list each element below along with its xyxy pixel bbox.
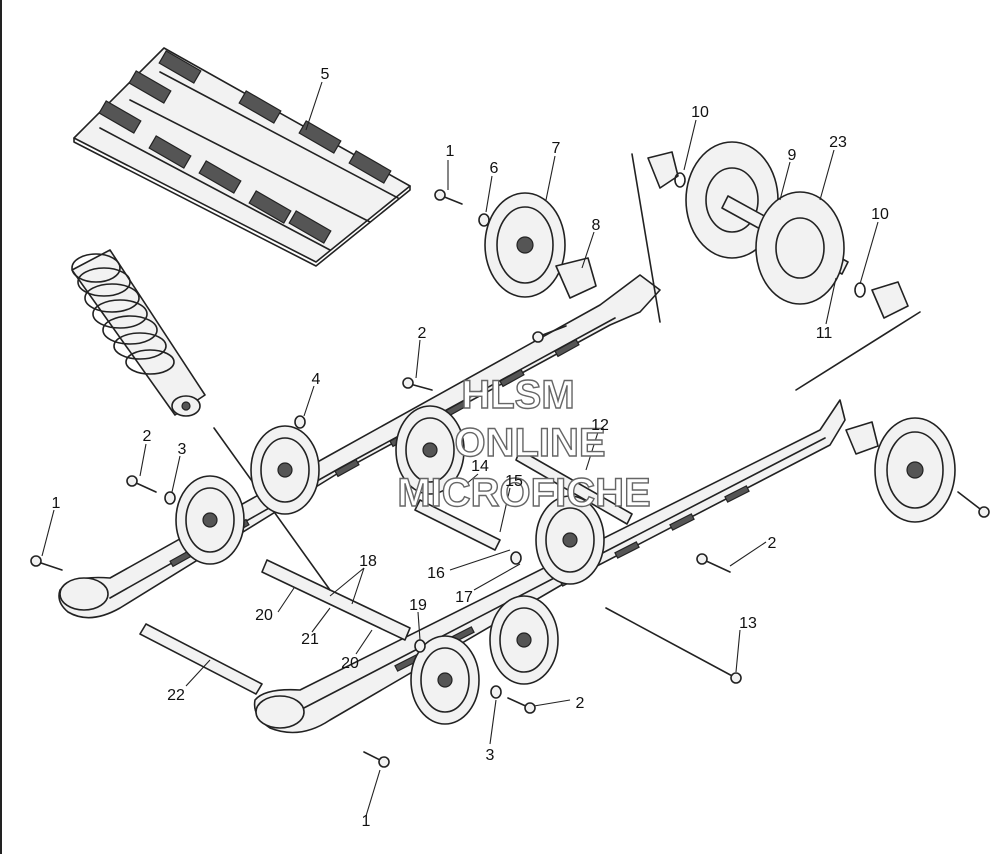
track-part (73, 47, 411, 267)
callout-13: 13 (739, 615, 757, 632)
callout-12: 12 (591, 417, 609, 434)
callout-7: 7 (552, 140, 561, 157)
callout-1: 1 (446, 143, 455, 160)
callout-18: 18 (359, 553, 377, 570)
callout-11: 11 (816, 325, 833, 342)
callout-6: 6 (490, 160, 499, 177)
cross-shafts (139, 427, 737, 695)
watermark: HLSM ONLINE MICROFICHE (397, 372, 652, 515)
callout-21: 21 (301, 631, 319, 648)
callout-labels: 5 10 1 6 7 9 23 10 8 11 2 4 12 14 2 3 15… (52, 66, 889, 830)
callout-8: 8 (592, 217, 601, 234)
rear-axle-assembly (555, 141, 921, 455)
callout-23: 23 (829, 134, 847, 151)
callout-2: 2 (768, 535, 777, 552)
callout-2: 2 (576, 695, 585, 712)
callout-2: 2 (418, 325, 427, 342)
callout-10: 10 (691, 104, 709, 121)
watermark-line-3: MICROFICHE (397, 471, 650, 515)
callout-22: 22 (167, 687, 185, 704)
callout-15: 15 (505, 473, 523, 490)
callout-3: 3 (178, 441, 187, 458)
callout-1: 1 (362, 813, 371, 830)
callout-20: 20 (255, 607, 273, 624)
callout-19: 19 (409, 597, 427, 614)
callout-14: 14 (471, 458, 489, 475)
fasteners (30, 189, 990, 768)
callout-1: 1 (52, 495, 61, 512)
callout-4: 4 (312, 371, 321, 388)
callout-3: 3 (486, 747, 495, 764)
idler-wheels (175, 192, 956, 725)
watermark-line-1: HLSM (461, 373, 574, 417)
callout-9: 9 (788, 147, 797, 164)
callout-16: 16 (427, 565, 445, 582)
callout-20: 20 (341, 655, 359, 672)
callout-17: 17 (455, 589, 473, 606)
shock-absorber (71, 249, 206, 417)
callout-10: 10 (871, 206, 889, 223)
callout-5: 5 (321, 66, 330, 83)
leader-lines (41, 81, 879, 817)
watermark-line-2: ONLINE (454, 421, 605, 465)
callout-2: 2 (143, 428, 152, 445)
